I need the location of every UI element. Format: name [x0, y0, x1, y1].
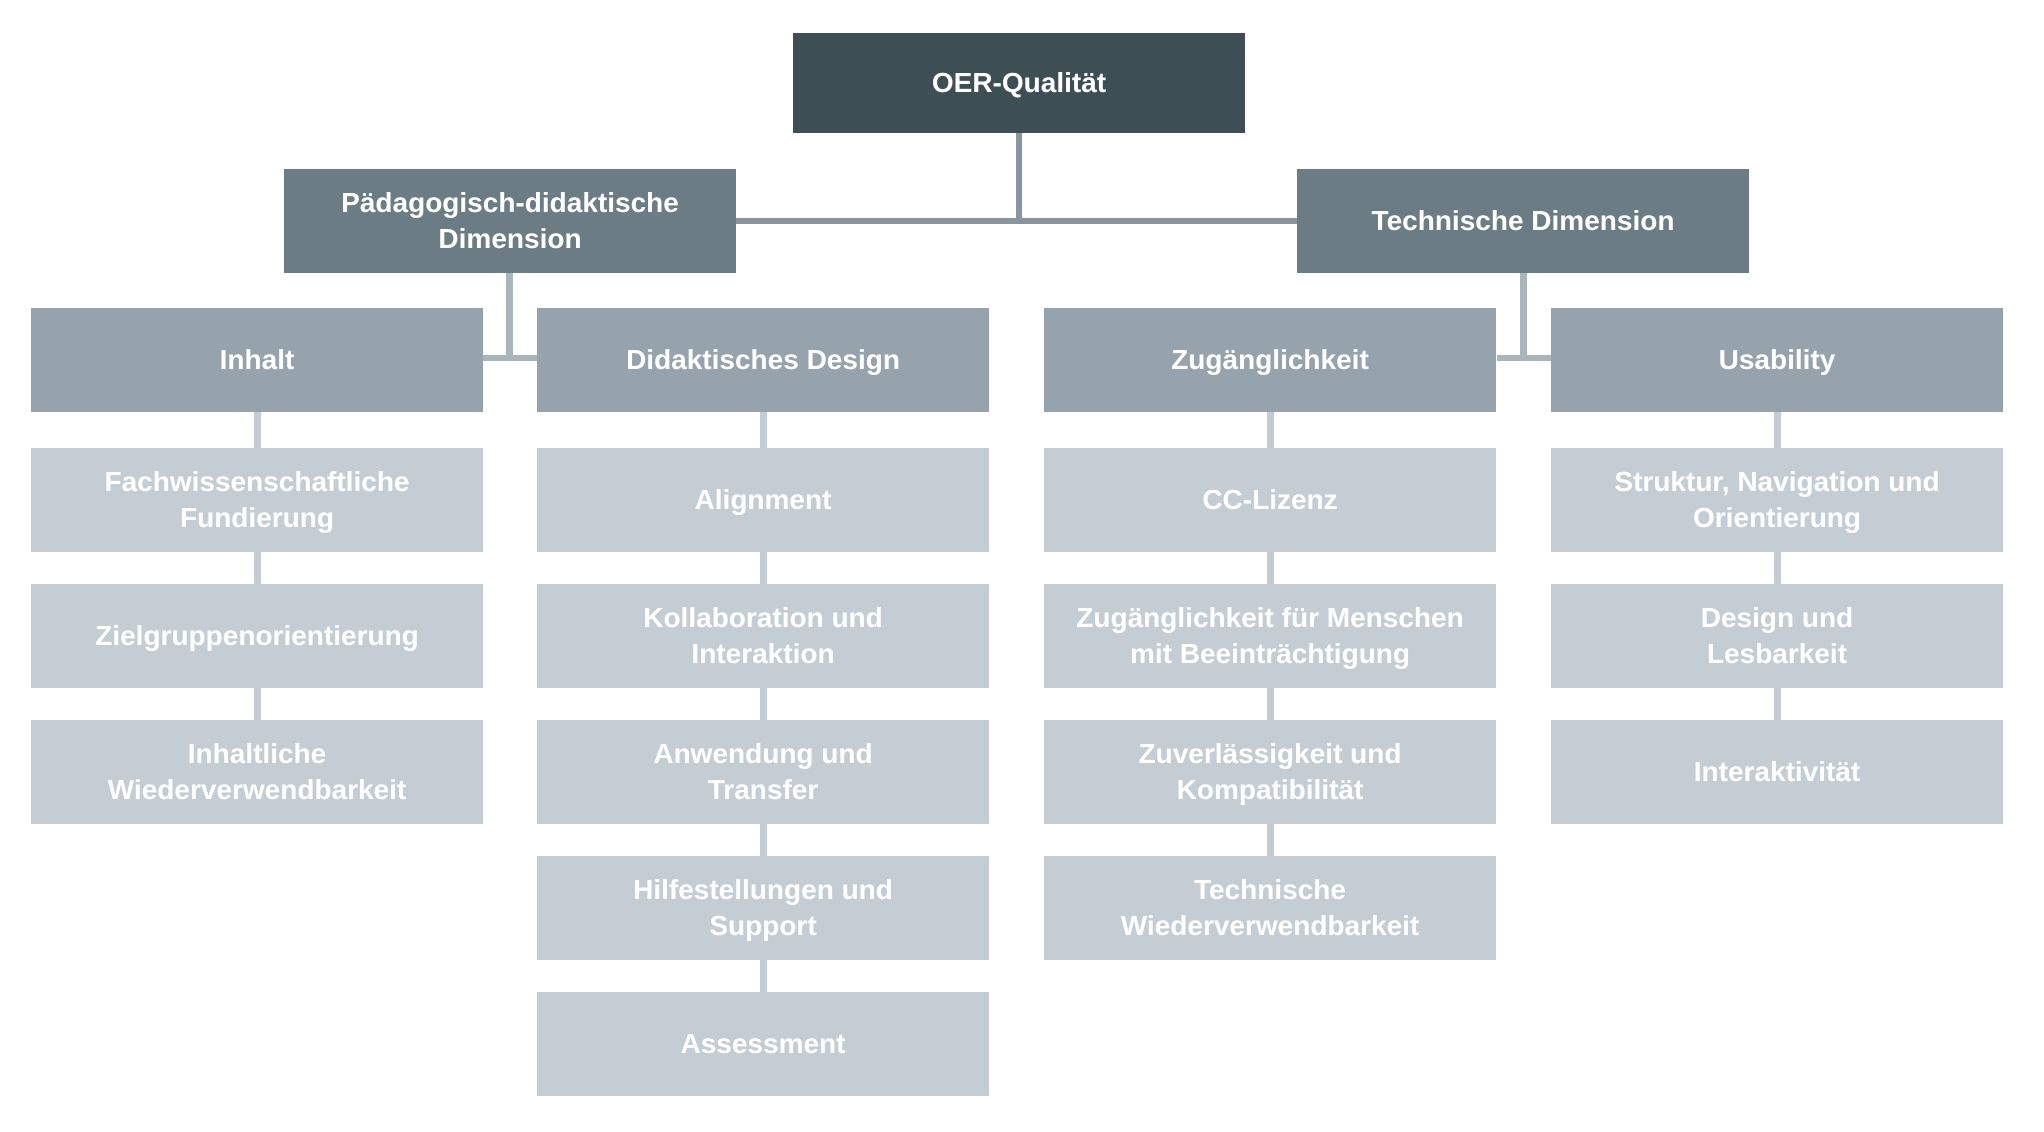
connector-zugaenglichkeit-item3 — [1267, 688, 1274, 720]
node-interaktivitaet: Interaktivität — [1551, 720, 2003, 824]
node-kollaboration-und-interaktion: Kollaboration und Interaktion — [537, 584, 989, 688]
node-paedagogisch-didaktische-dimension: Pädagogisch-didaktische Dimension — [284, 169, 736, 273]
connector-usability-item2 — [1774, 552, 1781, 584]
connector-zugaenglichkeit-item1 — [1267, 412, 1274, 448]
node-anwendung-und-transfer: Anwendung und Transfer — [537, 720, 989, 824]
node-alignment: Alignment — [537, 448, 989, 552]
node-zuverlaessigkeit-und-kompatibilitaet: Zuverlässigkeit und Kompatibilität — [1044, 720, 1496, 824]
connector-didaktik-item5 — [760, 960, 767, 992]
connector-technisch-to-categories — [1497, 355, 1551, 361]
node-inhaltliche-wiederverwendbarkeit: Inhaltliche Wiederverwendbarkeit — [31, 720, 483, 824]
connector-zugaenglichkeit-item2 — [1267, 552, 1274, 584]
node-oer-qualitaet: OER-Qualität — [793, 33, 1245, 133]
node-assessment: Assessment — [537, 992, 989, 1096]
connector-technisch-vertical — [1520, 273, 1527, 361]
node-hilfestellungen-und-support: Hilfestellungen und Support — [537, 856, 989, 960]
connector-root-to-dimensions — [736, 218, 1297, 224]
connector-didaktik-item1 — [760, 412, 767, 448]
node-design-und-lesbarkeit: Design und Lesbarkeit — [1551, 584, 2003, 688]
node-fachwissenschaftliche-fundierung: Fachwissenschaftliche Fundierung — [31, 448, 483, 552]
connector-paedagogisch-vertical — [506, 273, 513, 361]
connector-inhalt-item1 — [254, 412, 261, 448]
connector-didaktik-item4 — [760, 824, 767, 856]
connector-usability-item1 — [1774, 412, 1781, 448]
node-technische-dimension: Technische Dimension — [1297, 169, 1749, 273]
connector-paedagogisch-to-categories — [483, 355, 537, 361]
node-zielgruppenorientierung: Zielgruppenorientierung — [31, 584, 483, 688]
connector-inhalt-item3 — [254, 688, 261, 720]
connector-didaktik-item2 — [760, 552, 767, 584]
node-zugaenglichkeit: Zugänglichkeit — [1044, 308, 1496, 412]
node-inhalt: Inhalt — [31, 308, 483, 412]
node-technische-wiederverwendbarkeit: Technische Wiederverwendbarkeit — [1044, 856, 1496, 960]
connector-usability-item3 — [1774, 688, 1781, 720]
connector-inhalt-item2 — [254, 552, 261, 584]
connector-didaktik-item3 — [760, 688, 767, 720]
node-usability: Usability — [1551, 308, 2003, 412]
node-struktur-navigation-orientierung: Struktur, Navigation und Orientierung — [1551, 448, 2003, 552]
node-didaktisches-design: Didaktisches Design — [537, 308, 989, 412]
node-zugaenglichkeit-menschen-beeintraechtigung: Zugänglichkeit für Menschen mit Beeinträ… — [1044, 584, 1496, 688]
connector-root-vertical — [1016, 133, 1022, 224]
connector-zugaenglichkeit-item4 — [1267, 824, 1274, 856]
node-cc-lizenz: CC-Lizenz — [1044, 448, 1496, 552]
